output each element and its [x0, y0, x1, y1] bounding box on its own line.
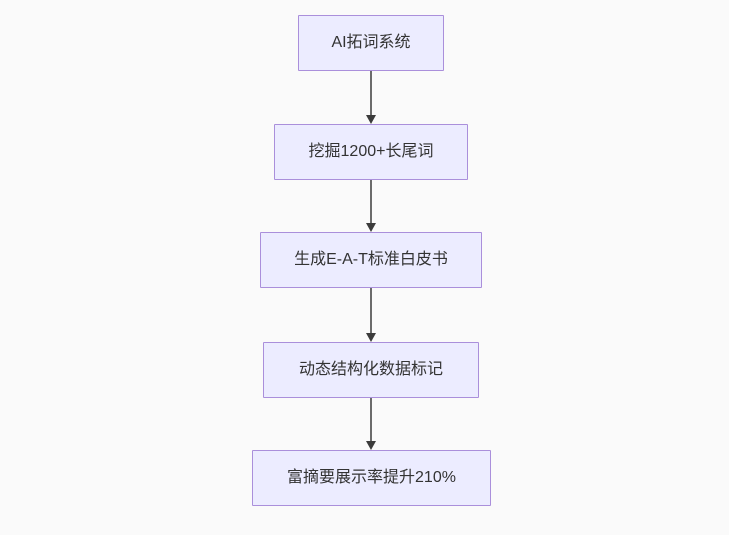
flow-node-eat-whitepaper: 生成E-A-T标准白皮书 [260, 232, 482, 288]
arrow-stem [370, 180, 372, 223]
flow-node-label: 动态结构化数据标记 [298, 361, 443, 379]
flow-node-rich-snippet-uplift: 富摘要展示率提升210% [252, 450, 491, 506]
flow-node-structured-data-markup: 动态结构化数据标记 [263, 342, 479, 398]
flow-node-label: AI拓词系统 [331, 34, 411, 52]
arrow-stem [370, 398, 372, 441]
flow-node-label: 富摘要展示率提升210% [287, 469, 456, 487]
flow-node-ai-keyword-system: AI拓词系统 [298, 15, 444, 71]
arrow-head-icon [366, 441, 376, 450]
arrow-head-icon [366, 115, 376, 124]
flow-node-label: 挖掘1200+长尾词 [308, 143, 434, 161]
flow-node-longtail-mining: 挖掘1200+长尾词 [274, 124, 468, 180]
flow-node-label: 生成E-A-T标准白皮书 [294, 251, 448, 269]
arrow-stem [370, 288, 372, 333]
arrow-head-icon [366, 333, 376, 342]
arrow-stem [370, 71, 372, 115]
arrow-head-icon [366, 223, 376, 232]
